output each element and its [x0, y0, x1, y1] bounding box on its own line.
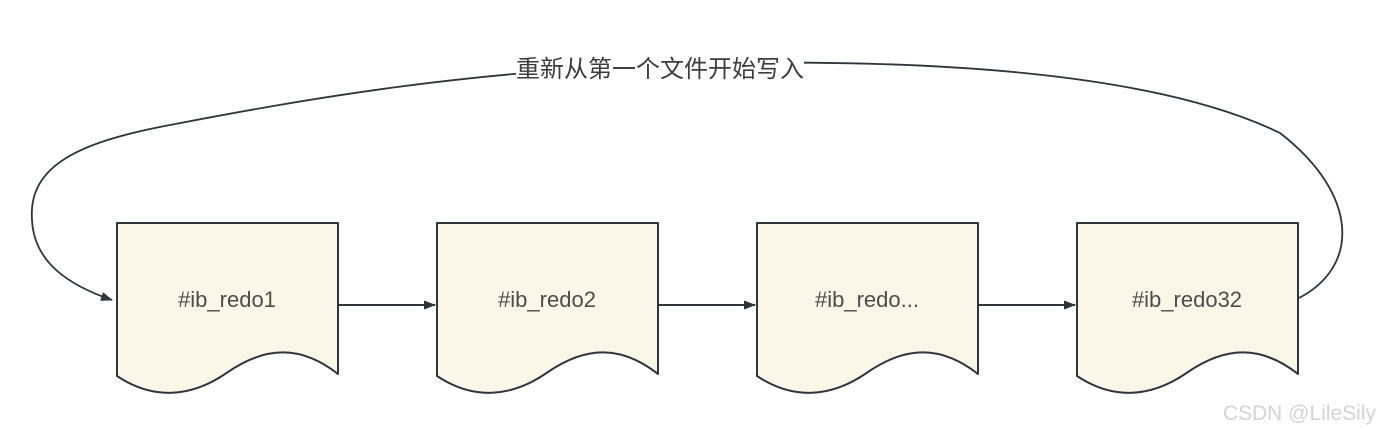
csdn-watermark: CSDN @LileSily — [1223, 402, 1377, 425]
document-label: #ib_redo1 — [178, 287, 276, 312]
document-node-ib-redo-ellipsis: #ib_redo... — [756, 222, 979, 394]
document-node-ib-redo1: #ib_redo1 — [116, 222, 339, 394]
document-label: #ib_redo32 — [1132, 287, 1242, 312]
document-node-ib-redo2: #ib_redo2 — [436, 222, 659, 394]
document-node-ib-redo32: #ib_redo32 — [1076, 222, 1299, 394]
document-label: #ib_redo... — [815, 287, 919, 312]
document-label: #ib_redo2 — [498, 287, 596, 312]
loop-label: 重新从第一个文件开始写入 — [516, 56, 804, 83]
loop-label-background — [516, 54, 804, 83]
